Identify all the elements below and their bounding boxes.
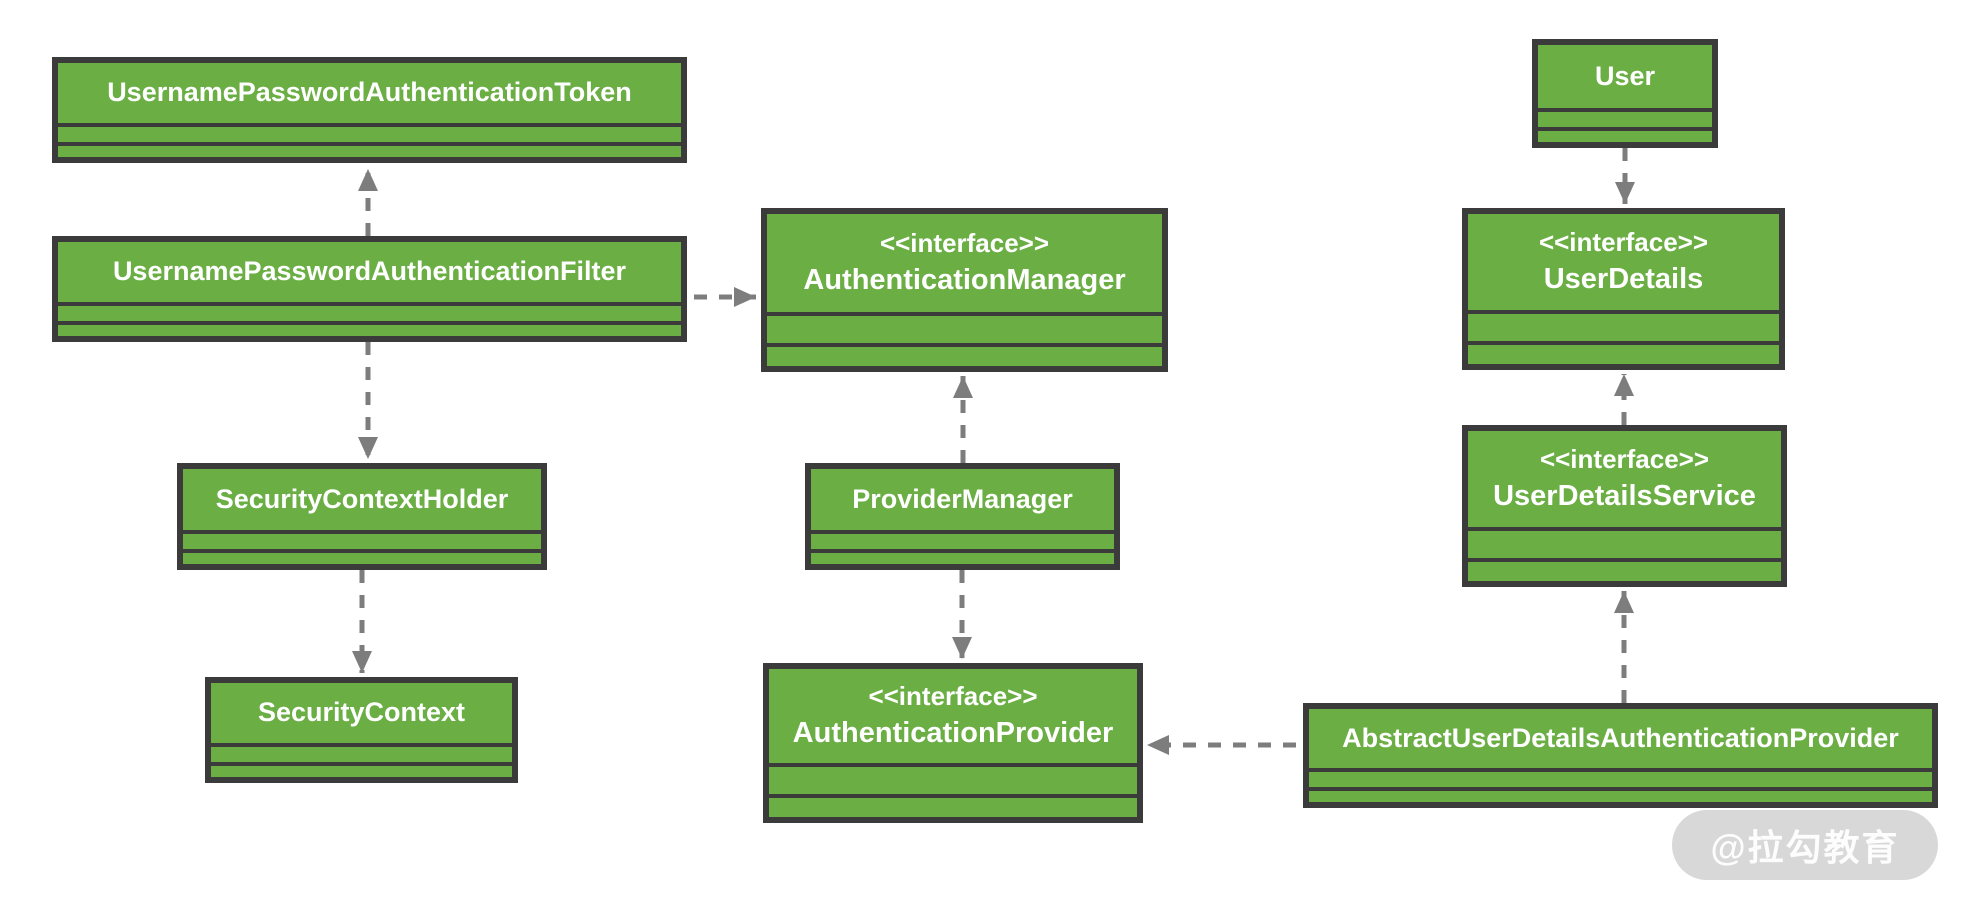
compartment-divider <box>1468 310 1779 314</box>
class-name: AbstractUserDetailsAuthenticationProvide… <box>1342 722 1899 753</box>
methods-compartment <box>1309 791 1932 802</box>
class-name: ProviderManager <box>852 483 1073 514</box>
compartment-divider <box>1468 527 1781 531</box>
class-name: User <box>1594 60 1656 91</box>
compartment-divider <box>1468 341 1779 345</box>
class-name: AuthenticationManager <box>803 263 1126 296</box>
fields-compartment <box>767 316 1162 343</box>
class-name: UsernamePasswordAuthenticationToken <box>107 77 632 108</box>
interface-box-user-details: <<interface>> UserDetails <box>1462 208 1785 370</box>
compartment-divider <box>1468 558 1781 562</box>
compartment-divider <box>811 530 1114 534</box>
interface-stereotype: <<interface>> <box>868 681 1038 712</box>
class-name: UsernamePasswordAuthenticationFilter <box>112 256 627 287</box>
interface-stereotype: <<interface>> <box>879 228 1050 259</box>
compartment-divider <box>1538 108 1712 112</box>
fields-compartment <box>1309 772 1932 787</box>
class-box-security-context: SecurityContext <box>205 677 518 783</box>
fields-compartment <box>183 534 541 549</box>
fields-compartment <box>211 747 512 762</box>
compartment-divider <box>1538 127 1712 131</box>
compartment-divider <box>769 794 1137 798</box>
compartment-divider <box>183 530 541 534</box>
methods-compartment <box>58 146 681 157</box>
compartment-divider <box>58 302 681 306</box>
class-name: SecurityContext <box>257 697 466 728</box>
fields-compartment <box>1538 112 1712 127</box>
methods-compartment <box>769 798 1137 817</box>
compartment-divider <box>58 123 681 127</box>
methods-compartment <box>767 347 1162 366</box>
fields-compartment <box>58 127 681 142</box>
compartment-divider <box>767 312 1162 316</box>
compartment-divider <box>1309 768 1932 772</box>
methods-compartment <box>1538 131 1712 142</box>
methods-compartment <box>811 553 1114 564</box>
interface-stereotype: <<interface>> <box>1539 444 1710 475</box>
class-box-security-context-holder: SecurityContextHolder <box>177 463 547 570</box>
fields-compartment <box>769 767 1137 794</box>
methods-compartment <box>1468 562 1781 581</box>
methods-compartment <box>211 766 512 777</box>
class-name: UserDetailsService <box>1493 479 1756 512</box>
interface-stereotype: <<interface>> <box>1538 227 1709 258</box>
compartment-divider <box>58 142 681 146</box>
compartment-divider <box>767 343 1162 347</box>
class-box-provider-manager: ProviderManager <box>805 463 1120 570</box>
fields-compartment <box>811 534 1114 549</box>
watermark-text: @拉勾教育 <box>1710 827 1900 868</box>
class-box-user: User <box>1532 39 1718 148</box>
interface-box-authentication-provider: <<interface>> AuthenticationProvider <box>763 663 1143 823</box>
watermark-badge: @拉勾教育 <box>1672 810 1938 880</box>
methods-compartment <box>58 325 681 336</box>
class-name: AuthenticationProvider <box>792 716 1114 749</box>
class-box-username-password-authentication-filter: UsernamePasswordAuthenticationFilter <box>52 236 687 342</box>
class-box-abstract-user-details-authentication-provider: AbstractUserDetailsAuthenticationProvide… <box>1303 703 1938 808</box>
interface-box-authentication-manager: <<interface>> AuthenticationManager <box>761 208 1168 372</box>
fields-compartment <box>1468 314 1779 341</box>
compartment-divider <box>769 763 1137 767</box>
compartment-divider <box>1309 787 1932 791</box>
compartment-divider <box>183 549 541 553</box>
compartment-divider <box>58 321 681 325</box>
fields-compartment <box>58 306 681 321</box>
methods-compartment <box>1468 345 1779 364</box>
class-box-username-password-authentication-token: UsernamePasswordAuthenticationToken <box>52 57 687 163</box>
class-name: UserDetails <box>1543 262 1704 295</box>
interface-box-user-details-service: <<interface>> UserDetailsService <box>1462 425 1787 587</box>
methods-compartment <box>183 553 541 564</box>
fields-compartment <box>1468 531 1781 558</box>
compartment-divider <box>211 762 512 766</box>
class-name: SecurityContextHolder <box>215 483 509 514</box>
compartment-divider <box>211 743 512 747</box>
compartment-divider <box>811 549 1114 553</box>
